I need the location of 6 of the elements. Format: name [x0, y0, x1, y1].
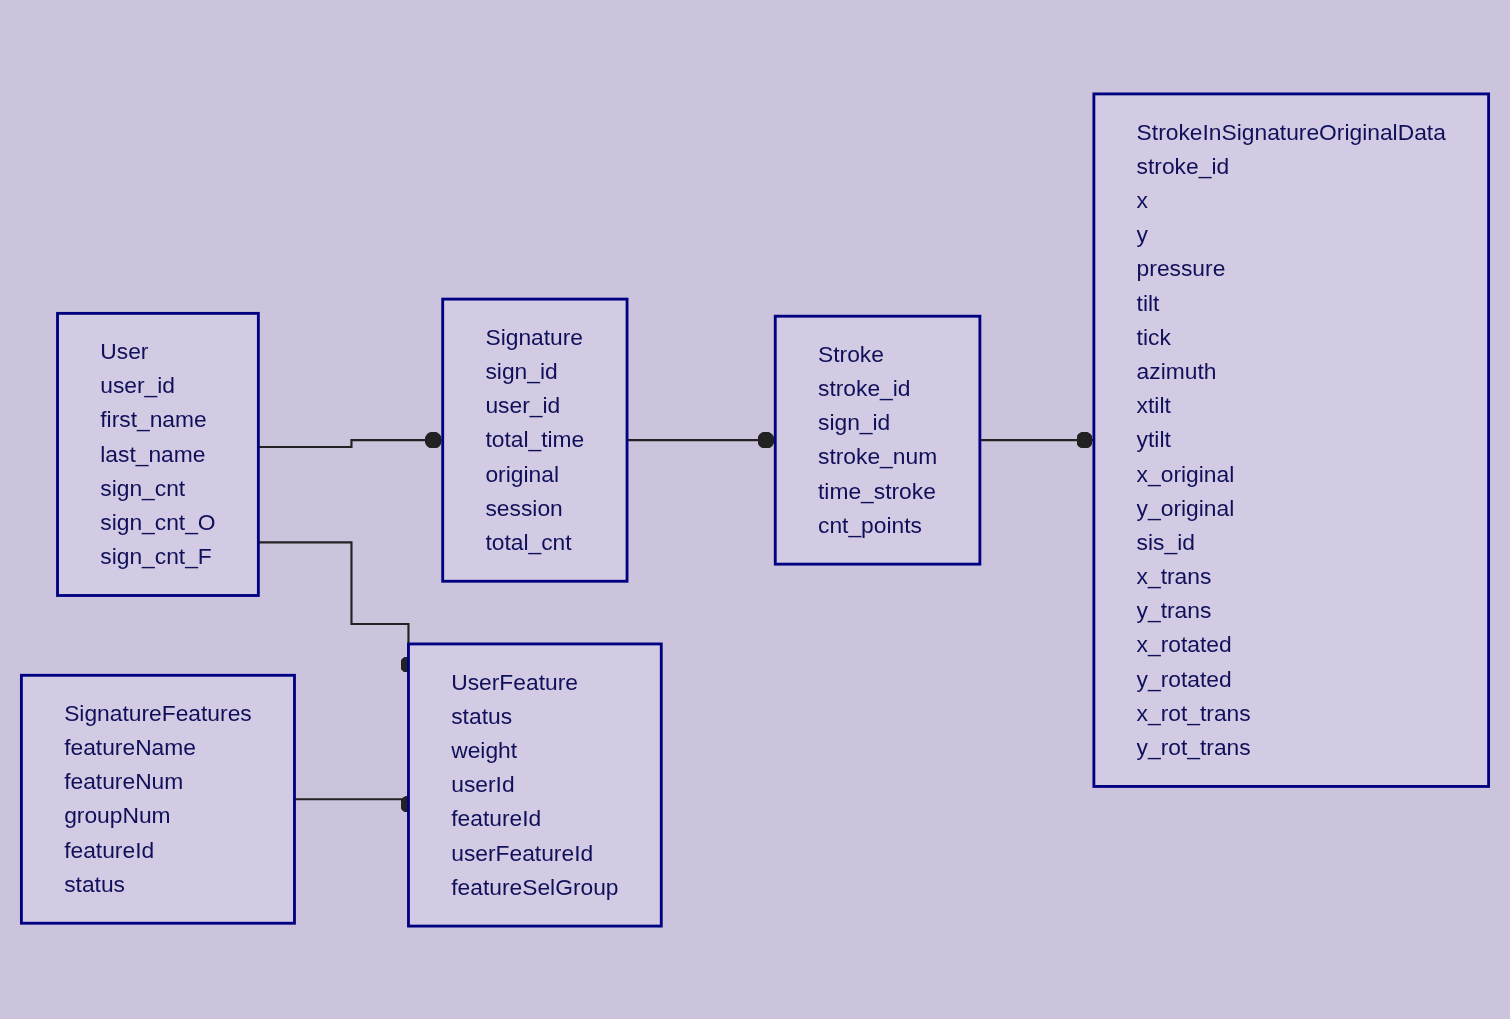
node-box: SignatureFeatures featureName featureNum groupNum featureId status [19, 673, 296, 925]
node-box: UserFeature status weight userId featureId userFeatureId featureSelGroup [407, 642, 663, 927]
node-box: StrokeInSignatureOriginalData stroke_id x y pressure tilt tick azimuth xtilt ytilt x_original y_original sis_id x_trans y_trans x_rotated y_rotated x_rot_trans y_rot_trans [1092, 92, 1491, 788]
node-box: Stroke stroke_id sign_id stroke_num time_stroke cnt_points [773, 314, 982, 566]
node-box: User user_id first_name last_name sign_cnt sign_cnt_O sign_cnt_F [56, 311, 260, 597]
node-box: Signature sign_id user_id total_time original session total_cnt [441, 297, 629, 583]
